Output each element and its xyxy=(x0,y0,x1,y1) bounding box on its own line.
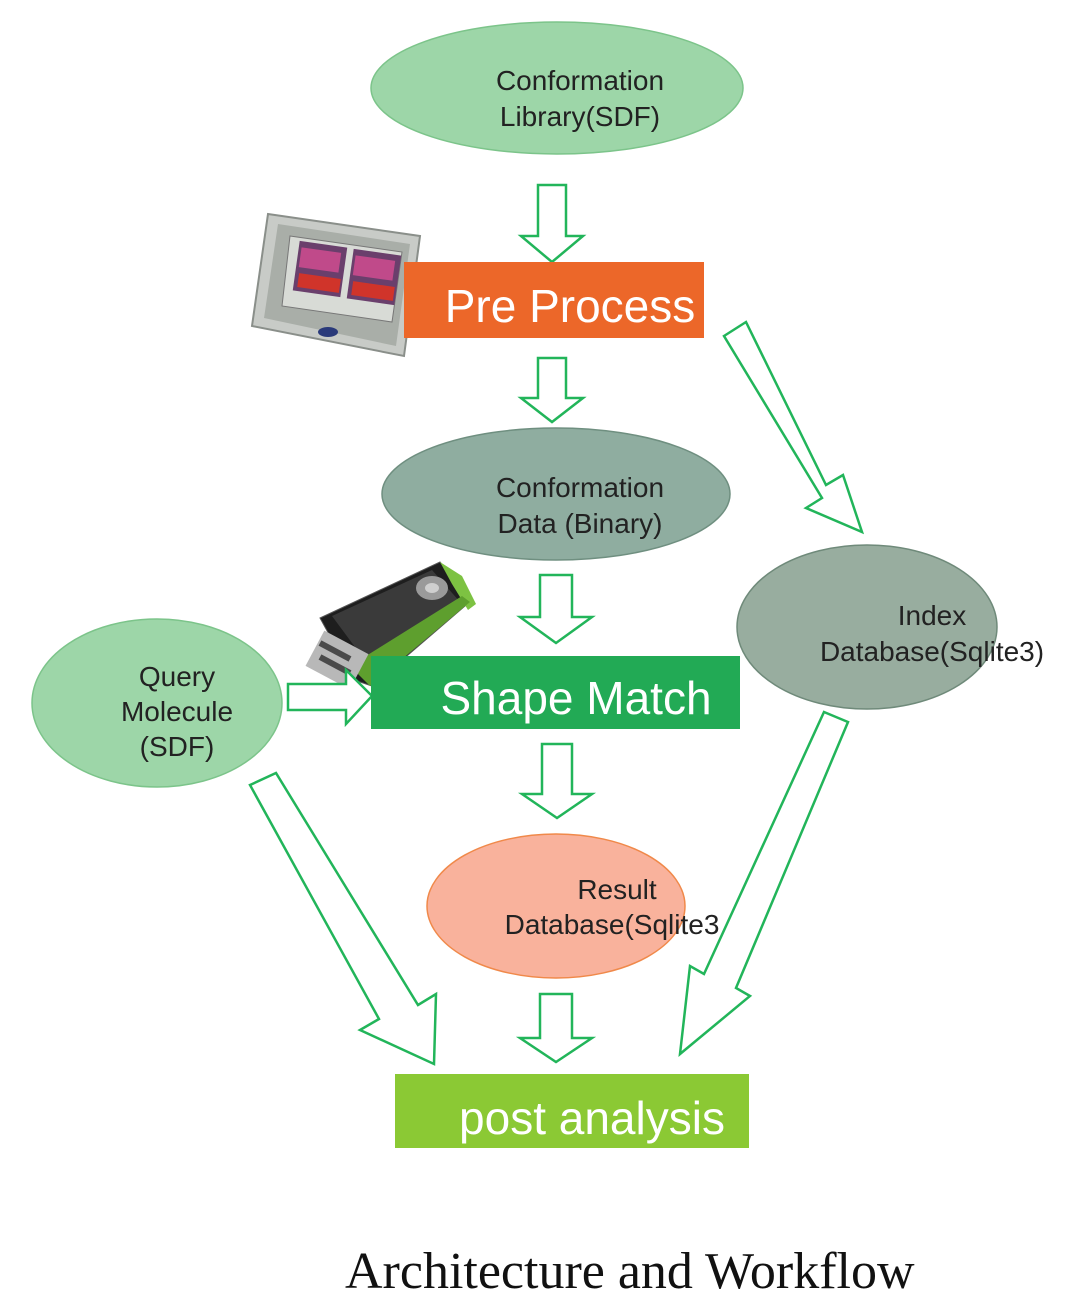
query-molecule-line3: (SDF) xyxy=(140,731,215,762)
arrow-query-to-postanalysis xyxy=(248,771,438,1066)
index-database-line1: Index xyxy=(898,600,967,631)
result-database-line1: Result xyxy=(577,874,657,905)
arrow-data-to-shapematch xyxy=(516,573,596,645)
shape-match-box xyxy=(371,656,740,729)
index-database-node xyxy=(736,544,998,710)
post-analysis-box xyxy=(395,1074,749,1148)
conformation-library-node xyxy=(370,21,744,155)
result-database-node xyxy=(426,833,686,979)
shape-match-label: Shape Match xyxy=(440,672,711,724)
query-molecule-line2: Molecule xyxy=(121,696,233,727)
arrow-library-to-preprocess xyxy=(517,183,587,264)
arrow-preprocess-to-data xyxy=(517,356,587,424)
conformation-library-line2: Library(SDF) xyxy=(500,101,660,132)
pre-process-label: Pre Process xyxy=(445,280,696,332)
gpu-card-icon xyxy=(305,561,476,690)
arrow-index-to-postanalysis xyxy=(678,710,850,1057)
arrow-shapematch-to-result xyxy=(517,742,597,820)
cpu-chip-icon xyxy=(250,212,422,358)
query-molecule-line1: Query xyxy=(139,661,215,692)
diagram-caption: Architecture and Workflow xyxy=(345,1243,915,1300)
arrow-query-to-shapematch xyxy=(286,666,374,728)
result-database-line2: Database(Sqlite3 xyxy=(505,909,720,940)
query-molecule-node xyxy=(31,618,283,788)
arrow-preprocess-to-index xyxy=(722,320,865,535)
conformation-data-line2: Data (Binary) xyxy=(498,508,663,539)
arrow-result-to-postanalysis xyxy=(515,992,597,1064)
conformation-data-line1: Conformation xyxy=(496,472,664,503)
conformation-data-node xyxy=(381,427,731,561)
post-analysis-label: post analysis xyxy=(459,1092,725,1144)
conformation-library-line1: Conformation xyxy=(496,65,664,96)
pre-process-box xyxy=(404,262,704,338)
index-database-line2: Database(Sqlite3) xyxy=(820,636,1044,667)
